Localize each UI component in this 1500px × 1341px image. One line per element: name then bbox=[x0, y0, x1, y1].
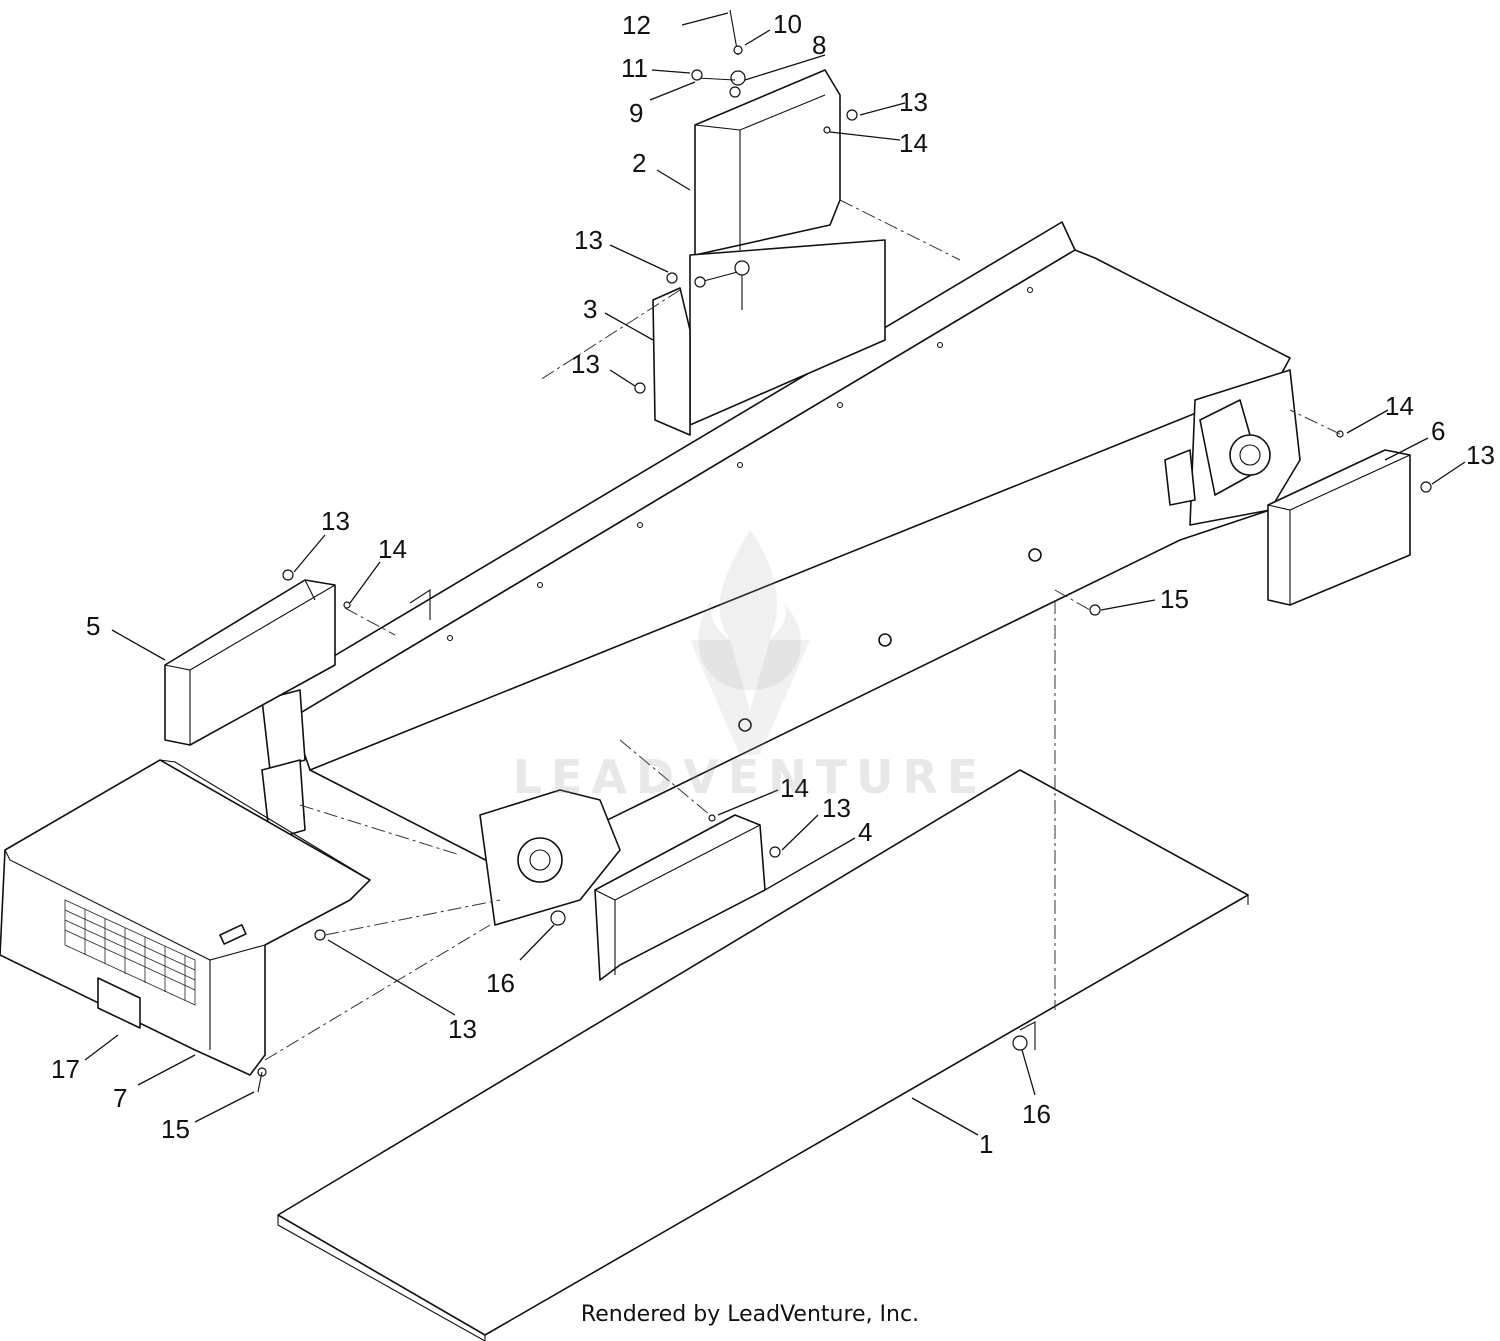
callout-14: 14 bbox=[780, 773, 809, 803]
drive-housing bbox=[0, 759, 371, 1076]
callout-2: 2 bbox=[632, 148, 646, 178]
callout-1: 1 bbox=[979, 1129, 993, 1159]
footer-credit: Rendered by LeadVenture, Inc. bbox=[580, 1302, 920, 1327]
callout-6: 6 bbox=[1431, 416, 1445, 446]
callout-labels: 12 10 8 11 9 13 14 2 13 3 13 14 6 13 13 … bbox=[51, 9, 1495, 1159]
right-shield bbox=[1267, 449, 1411, 606]
callout-5: 5 bbox=[86, 611, 100, 641]
top-cover bbox=[689, 69, 886, 426]
callout-13: 13 bbox=[321, 506, 350, 536]
callout-13: 13 bbox=[574, 225, 603, 255]
assembly-lines bbox=[264, 199, 1341, 1061]
callout-12: 12 bbox=[622, 10, 651, 40]
callout-17: 17 bbox=[51, 1054, 80, 1084]
callout-14: 14 bbox=[378, 534, 407, 564]
callout-15: 15 bbox=[161, 1114, 190, 1144]
conveyor-frame bbox=[261, 221, 1301, 926]
callout-14: 14 bbox=[899, 128, 928, 158]
callout-3: 3 bbox=[583, 294, 597, 324]
leader-lines bbox=[84, 12, 1466, 1136]
left-shield bbox=[164, 579, 336, 746]
bottom-pan bbox=[277, 769, 1249, 1341]
callout-8: 8 bbox=[812, 30, 826, 60]
callout-15: 15 bbox=[1160, 584, 1189, 614]
callout-13: 13 bbox=[1466, 440, 1495, 470]
callout-11: 11 bbox=[621, 53, 648, 83]
callout-4: 4 bbox=[858, 817, 872, 847]
callout-16: 16 bbox=[486, 968, 515, 998]
side-plate bbox=[652, 287, 691, 436]
callout-13: 13 bbox=[448, 1014, 477, 1044]
callout-13: 13 bbox=[899, 87, 928, 117]
callout-13: 13 bbox=[822, 793, 851, 823]
hardware bbox=[257, 9, 1432, 1093]
callout-7: 7 bbox=[113, 1083, 127, 1113]
decal bbox=[97, 977, 141, 1029]
callout-10: 10 bbox=[773, 9, 802, 39]
callout-9: 9 bbox=[629, 98, 643, 128]
callout-13: 13 bbox=[571, 349, 600, 379]
callout-16: 16 bbox=[1022, 1099, 1051, 1129]
callout-14: 14 bbox=[1385, 391, 1414, 421]
